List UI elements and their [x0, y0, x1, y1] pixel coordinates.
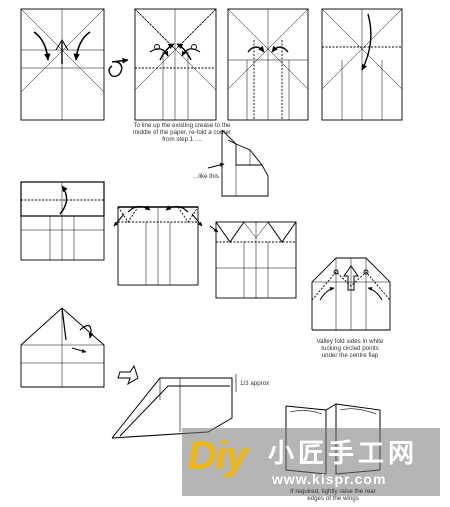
step-1-note: To line up the existing crease to the mi… [112, 122, 252, 144]
step-5-paper [20, 181, 105, 261]
raise-note: If required, tightly raise the rear edge… [268, 488, 398, 502]
step-1-paper [20, 8, 105, 121]
diy-logo: Diy [187, 434, 247, 478]
arrow-to-inset-icon [207, 163, 225, 169]
note-line-2: edges of the wings [307, 495, 359, 503]
step-2-paper [134, 8, 217, 121]
inset-paper [221, 129, 269, 197]
site-name: 小匠手工网 [268, 439, 419, 469]
note-line-3: under the centre flap [321, 352, 379, 360]
step-4-paper [321, 8, 403, 121]
step-7-paper [209, 221, 297, 299]
step-6-paper [113, 205, 203, 286]
hollow-arrow-icon [117, 364, 139, 386]
curl-arrow-icon [108, 57, 129, 78]
watermark-banner [182, 428, 440, 496]
like-this-label: ...like this [193, 173, 219, 180]
step-9-paper [20, 307, 105, 388]
note-line-1: To line up the existing crease to the [133, 122, 231, 129]
note-line-3: from step 1 .... [162, 136, 202, 144]
third-approx-label: 1/3 approx [240, 380, 270, 387]
step-3-paper [227, 8, 309, 121]
note-line-2: tucking circled points [321, 345, 379, 353]
note-line-1: If required, tightly raise the rear [290, 488, 376, 495]
note-line-2: middle of the paper, re-fold a corner [132, 129, 232, 137]
step-8-paper [311, 257, 391, 331]
site-url: www.kispr.com [272, 471, 387, 487]
valley-fold-note: Valley fold sides in white tucking circl… [300, 338, 400, 360]
note-line-1: Valley fold sides in white [316, 338, 384, 345]
